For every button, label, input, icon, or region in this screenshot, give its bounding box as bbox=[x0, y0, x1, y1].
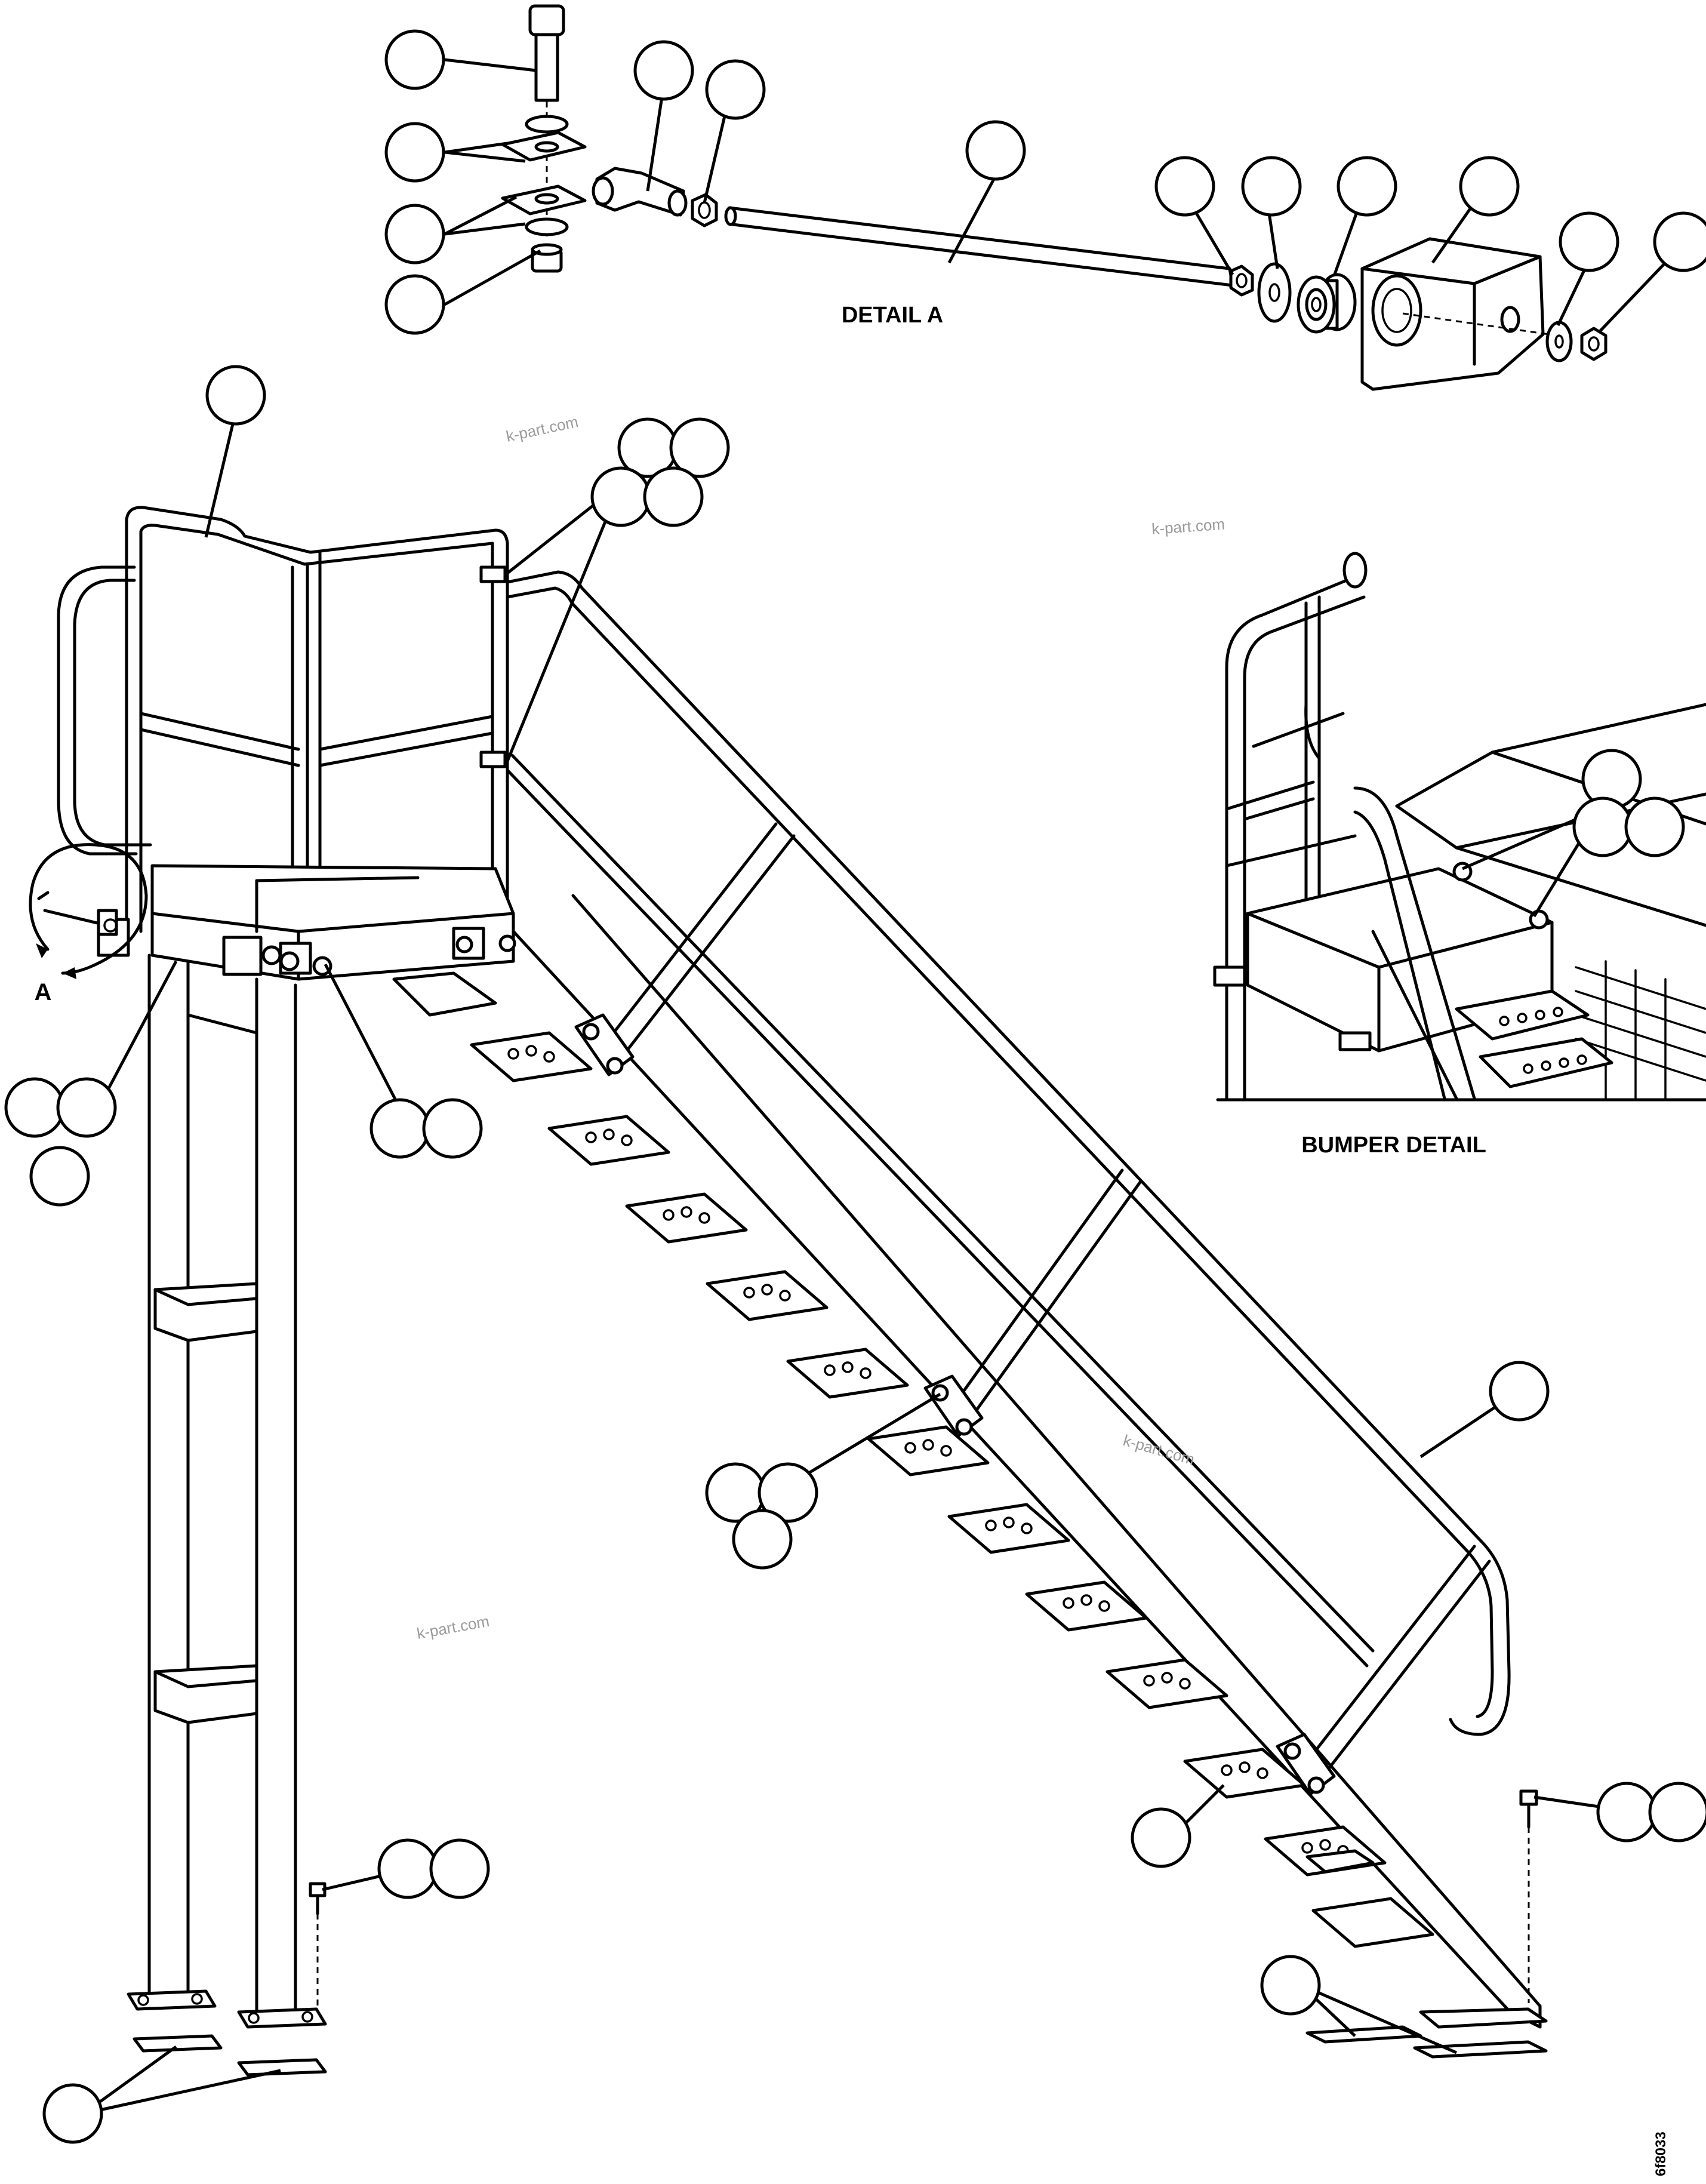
view-a-indicator: A bbox=[29, 843, 148, 1005]
callout-bubble bbox=[42, 2083, 103, 2144]
callout-bubble bbox=[705, 59, 766, 120]
support-columns bbox=[127, 953, 327, 2077]
bumper-part bbox=[1297, 273, 1357, 334]
callout-bubble bbox=[965, 120, 1026, 181]
callout-bubble bbox=[56, 1077, 117, 1138]
washer-plate-stack bbox=[501, 115, 587, 273]
rod-end-part bbox=[592, 167, 688, 217]
callout-bubble bbox=[1559, 211, 1619, 272]
washer-nut-right bbox=[1545, 321, 1608, 362]
callout-bubble bbox=[1131, 1807, 1191, 1868]
tie-rod-part bbox=[724, 206, 1234, 287]
watermarks: k-part.com k-part.com k-part.com k-part.… bbox=[415, 413, 1225, 1642]
drawing-number: 6f8033 bbox=[1653, 2131, 1669, 2176]
grating-lines bbox=[1575, 960, 1706, 1100]
callout-bubble bbox=[1653, 211, 1706, 272]
callout-bubble bbox=[1154, 156, 1215, 217]
callout-bubble bbox=[757, 1462, 818, 1523]
callout-bubble bbox=[384, 122, 445, 183]
callout-bubble bbox=[1260, 1955, 1321, 2016]
callout-bubble bbox=[205, 365, 266, 426]
watermark-text: k-part.com bbox=[504, 413, 580, 445]
callout-bubble bbox=[384, 29, 445, 90]
callout-bubble bbox=[1459, 156, 1520, 217]
watermark-text: k-part.com bbox=[1151, 515, 1225, 537]
callout-bubble bbox=[633, 40, 694, 101]
callout-bubble bbox=[29, 1146, 90, 1207]
callout-circles bbox=[4, 29, 1706, 2144]
callout-bubble bbox=[1572, 796, 1633, 857]
detail-a-exploded-view: DETAIL A bbox=[501, 4, 1608, 391]
callout-bubble bbox=[369, 1098, 430, 1159]
callout-bubble bbox=[590, 466, 651, 527]
callout-bubble bbox=[1624, 796, 1685, 857]
dished-washer-part bbox=[1257, 262, 1292, 323]
callout-bubble bbox=[643, 466, 704, 527]
callout-bubble bbox=[377, 1838, 438, 1899]
bolt-part bbox=[528, 4, 565, 102]
bumper-detail-view: BUMPER DETAIL bbox=[1213, 552, 1706, 1158]
callout-bubble bbox=[732, 1509, 793, 1570]
callout-bubble bbox=[4, 1077, 65, 1138]
bumper-detail-label: BUMPER DETAIL bbox=[1301, 1133, 1486, 1158]
callout-bubble bbox=[1241, 156, 1302, 217]
callout-bubble bbox=[429, 1838, 490, 1899]
nut-part bbox=[1229, 264, 1254, 297]
callout-bubble bbox=[1596, 1782, 1657, 1842]
bumper-bracket-part bbox=[1360, 237, 1550, 391]
callout-bubble bbox=[1489, 1361, 1550, 1422]
main-stair-assembly: A bbox=[29, 506, 1548, 2077]
view-a-letter: A bbox=[35, 979, 52, 1005]
callout-bubble bbox=[384, 204, 445, 264]
callout-bubble bbox=[422, 1098, 483, 1159]
tread-holes bbox=[507, 1045, 1349, 1857]
callout-bubble bbox=[669, 417, 730, 478]
inset-treads bbox=[1455, 989, 1613, 1088]
brace-clamps bbox=[574, 1013, 1336, 1796]
callout-bubble bbox=[384, 274, 445, 335]
stair-treads bbox=[392, 971, 1434, 1948]
watermark-text: k-part.com bbox=[415, 1612, 491, 1642]
detail-a-label: DETAIL A bbox=[842, 303, 943, 328]
watermark-text: k-part.com bbox=[1121, 1431, 1196, 1469]
callout-bubble bbox=[1648, 1782, 1706, 1842]
callout-bubble bbox=[1337, 156, 1397, 217]
